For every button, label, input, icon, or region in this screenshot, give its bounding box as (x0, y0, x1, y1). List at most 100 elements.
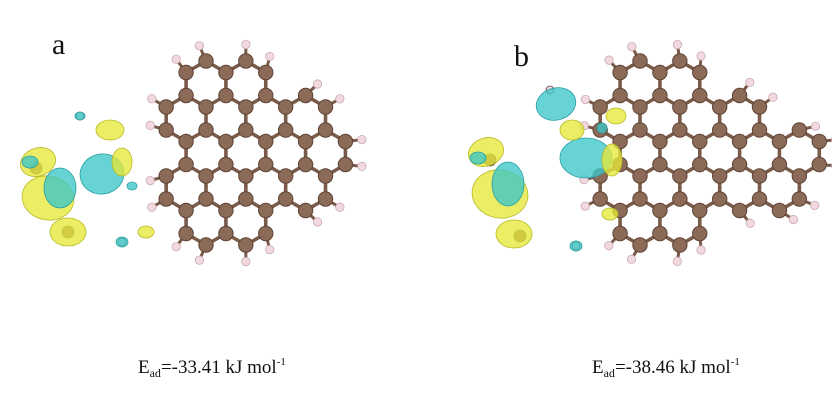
carbon-atom (771, 133, 788, 150)
carbon-atom (258, 64, 274, 81)
carbon-atom (277, 168, 294, 184)
carbon-atom (198, 99, 214, 115)
carbon-atom (297, 87, 314, 104)
adsorption-energy-a: Ead=-33.41 kJ mol-1 (138, 356, 286, 380)
isosurface-cyan-lobe (569, 240, 583, 252)
isosurface-cyan-lobe (535, 87, 577, 121)
hydrogen-atom (810, 200, 820, 210)
molecule-structure-a (20, 39, 367, 267)
carbon-atom (218, 156, 234, 173)
isosurface-yellow-lobe (95, 119, 125, 141)
carbon-atom (672, 122, 688, 138)
carbon-atom (297, 133, 314, 150)
hydrogen-atom (627, 42, 637, 52)
carbon-atom (178, 133, 194, 150)
panel-a: a Ead=-33.41 kJ mol-1 (20, 28, 367, 380)
carbon-atom (238, 237, 254, 253)
carbon-atom (158, 99, 174, 115)
carbon-atom (218, 225, 234, 242)
isosurface-cyan-lobe (126, 181, 138, 191)
carbon-atom (198, 237, 214, 253)
panel-label-b: b (514, 40, 529, 73)
isosurface-yellow-lobe (111, 147, 133, 177)
carbon-atom (632, 168, 648, 184)
isosurface-yellow-lobe (601, 207, 619, 221)
carbon-atom (198, 53, 214, 69)
carbon-atom (218, 133, 234, 150)
carbon-atom (158, 122, 174, 138)
carbon-atom (317, 99, 334, 115)
carbon-atom (652, 156, 668, 173)
carbon-atom (178, 64, 194, 81)
carbon-atom (592, 99, 608, 115)
atom-group-b (483, 40, 832, 266)
carbon-atom (317, 122, 334, 138)
hydrogen-atom (357, 161, 367, 171)
adsorption-energy-b: Ead=-38.46 kJ mol-1 (592, 356, 740, 380)
carbon-atom (297, 202, 314, 219)
carbon-atom (238, 191, 254, 207)
carbon-atom (711, 99, 728, 115)
hydrogen-atom (672, 256, 682, 266)
carbon-atom (652, 64, 668, 81)
carbon-atom (771, 202, 788, 219)
hydrogen-atom (745, 77, 755, 88)
carbon-atom (632, 122, 648, 138)
isosurface-cyan-lobe (43, 167, 77, 209)
carbon-atom (317, 191, 334, 207)
carbon-atom (592, 191, 608, 207)
hydrogen-atom (147, 202, 157, 212)
carbon-atom (771, 156, 788, 173)
isosurface-yellow-lobe (601, 143, 623, 177)
panel-label-a: a (52, 28, 66, 61)
carbon-atom (612, 87, 628, 104)
carbon-atom (811, 156, 827, 173)
carbon-atom (652, 225, 668, 242)
carbon-atom (178, 202, 194, 219)
carbon-atom (692, 202, 708, 219)
carbon-atom (238, 53, 254, 69)
carbon-atom (731, 202, 748, 219)
carbon-atom (791, 168, 808, 184)
hydrogen-atom (194, 41, 205, 51)
hydrogen-atom (171, 54, 181, 64)
hydrogen-atom (696, 51, 706, 61)
carbon-atom (178, 156, 194, 173)
carbon-atom (672, 237, 688, 253)
carbon-atom (692, 225, 708, 242)
carbon-atom (672, 168, 688, 184)
hydrogen-atom (672, 40, 683, 50)
carbon-atom (731, 156, 748, 173)
hydrogen-atom (194, 255, 205, 265)
hydrogen-atom (241, 256, 251, 267)
carbon-atom (178, 225, 194, 242)
isosurface-cyan-lobe (491, 161, 525, 207)
carbon-atom (238, 122, 254, 138)
carbon-atom (652, 202, 668, 219)
carbon-atom (277, 191, 294, 207)
carbon-atom (612, 133, 628, 150)
hydrogen-atom (810, 121, 821, 131)
carbon-atom (632, 237, 648, 253)
carbon-atom (178, 87, 194, 104)
isosurface-yellow-lobe (49, 217, 87, 247)
hydrogen-atom (145, 175, 155, 186)
carbon-atom (612, 64, 628, 81)
hydrogen-atom (745, 218, 755, 228)
carbon-atom (218, 202, 234, 219)
carbon-atom (652, 133, 668, 150)
isosurface-yellow-lobe (137, 225, 155, 239)
isosurface-cyan-lobe (596, 122, 608, 134)
hydrogen-atom (145, 120, 155, 131)
carbon-atom (711, 122, 728, 138)
hydrogen-atom (580, 201, 590, 211)
carbon-atom (692, 156, 708, 173)
carbon-atom (632, 191, 648, 207)
carbon-atom (751, 122, 768, 138)
isosurface-cyan-lobe (21, 155, 39, 169)
hydrogen-atom (604, 241, 614, 251)
isosurface-cyan-lobe (469, 151, 487, 165)
hydrogen-atom (357, 135, 367, 145)
carbon-atom (711, 168, 728, 184)
hydrogen-atom (312, 217, 323, 227)
